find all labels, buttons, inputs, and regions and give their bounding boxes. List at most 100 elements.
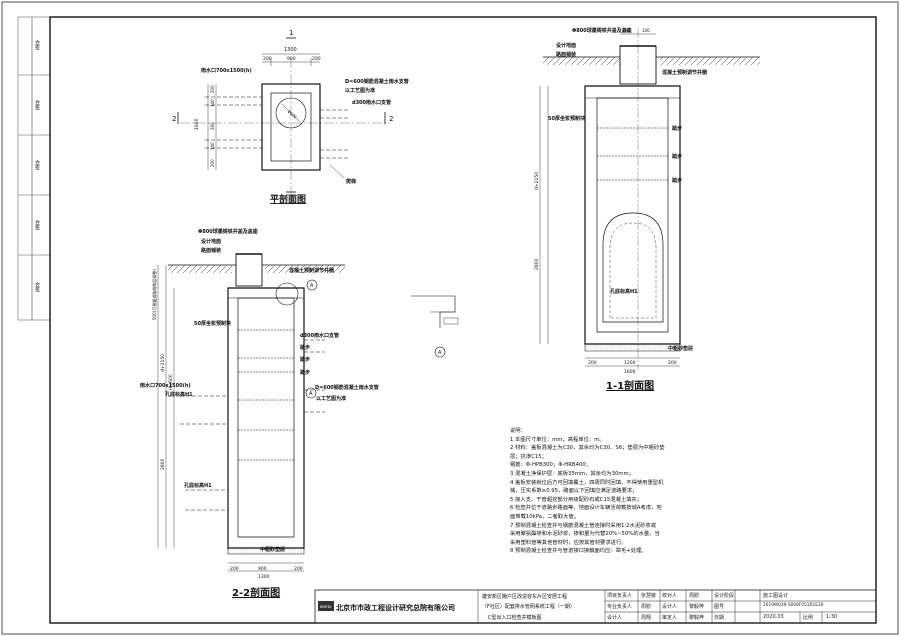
notes-line: 说明：: [510, 428, 526, 434]
s22-cover-label: Φ800球墨铸铁井盖及盖座: [198, 228, 258, 235]
s22-dim-w2-mid: 900: [258, 566, 267, 572]
tb-label: 设计人: [662, 604, 678, 610]
s22-title: 2-2剖面图: [232, 586, 280, 599]
section-1-1: [539, 28, 760, 370]
plan-marker-1-bottom: 1: [289, 198, 293, 206]
tb-label: 专业负责人: [607, 604, 633, 610]
tb-value: 黎毅梓: [689, 615, 705, 621]
s22-dim-h4: H=600: [168, 374, 174, 390]
plan-dim-total: 1300: [284, 47, 297, 53]
project-name-1: 雄安新区棚户区改造容东片区安居工程: [482, 593, 567, 600]
tb-value: 黎毅梓: [689, 604, 705, 610]
s11-bottom: 孔底标高H1: [610, 288, 638, 295]
side-stamp: 会签: [34, 40, 40, 50]
notes-line: 7 预制混凝土检查井与钢筋混凝土管连接时采用1:2水泥砂浆或: [510, 522, 657, 529]
plan-label-inlet: 雨水口700x1500(h): [201, 67, 252, 74]
tb-label: 设计人: [607, 615, 623, 621]
s22-ladder2: 踏步: [300, 356, 310, 363]
tb-value: 周翔: [641, 615, 652, 621]
s22-dim-w2-left: 200: [230, 566, 239, 572]
plan-marker-1-top: 1: [289, 29, 293, 37]
plan-dim-left-4: 140: [210, 142, 215, 150]
s11-dim-w-right: 200: [668, 360, 677, 366]
tb-value: 2019W039-S008F051R1E16: [763, 603, 824, 608]
tb-value: 周慰: [689, 593, 700, 599]
tb-value: 2020.03: [763, 614, 784, 620]
plan-label-main: D=600钢筋混凝土雨水支管: [345, 78, 409, 85]
plan-marker-2-right: 2: [389, 115, 393, 123]
s11-lad3: 踏步: [672, 177, 682, 184]
s22-road-label1: 设计地面: [201, 238, 221, 245]
s22-dim-w: 1300: [258, 574, 270, 580]
notes-line: 钢筋：Φ-HPB300；Φ-HRB400；: [510, 462, 591, 469]
plan-label-branch: d300雨水口支管: [352, 99, 391, 106]
s22-dim-w2-right: 200: [294, 566, 303, 572]
s22-pipe-top: 孔底标高H1: [165, 391, 193, 398]
notes-line: 采用塑料管等其他管材时，应按其管材要求进行。: [510, 539, 627, 546]
plan-label-main2: 以工艺图为准: [345, 87, 375, 94]
plan-dim-left-1: 200: [210, 85, 215, 93]
plan-view: [177, 37, 390, 200]
notes-line: 5 接入支、干管超挖部分用级配砂石或C15混凝土填实；: [510, 496, 643, 503]
plan-dim-top-left: 200: [263, 56, 272, 62]
s11-dim-top-l: 100: [622, 28, 630, 33]
notes-line: 6 检查井位于道路步路面等，地面设计车辆活荷载按城A考虑，地: [510, 505, 662, 512]
notes-line: 8 预制混凝土检查井与管道接口接触面均应：凿毛+处理。: [510, 548, 647, 555]
s22-bottom-label: 孔底标高H1: [184, 482, 212, 489]
plan-dim-left-total: 1600: [194, 118, 200, 130]
s11-dim-w-left: 200: [588, 360, 597, 366]
s22-dim-h3: 2800: [160, 458, 166, 470]
s22-branch: d300雨水口支管: [300, 332, 339, 339]
drawing-name: C型出入口检查井模板图: [488, 614, 542, 621]
s11-dim-h: d+2150: [534, 172, 540, 190]
side-stamp: 会签: [34, 282, 40, 292]
s22-marker-a2: A: [309, 391, 313, 397]
plan-title: 平剖面图: [270, 193, 306, 205]
title-block: [314, 589, 877, 624]
plan-label-step: 爬梯: [345, 178, 356, 185]
side-stamp-column: [17, 16, 50, 321]
s22-road-label2: 路面铺装: [201, 247, 221, 254]
company-name: 北京市市政工程设计研究总院有限公司: [336, 603, 455, 612]
plan-dim-left-2: 140: [210, 99, 215, 107]
notes-line: 面堆载10kPa，二者取大值；: [510, 513, 579, 520]
side-stamp: 会签: [34, 100, 40, 110]
notes-line: 械，压实系数≥0.95，路面以下回填应满足道路要求；: [510, 488, 638, 495]
tb-value: 施工图设计: [763, 593, 789, 599]
s11-cover-label: Φ800球墨铸铁井盖及盖座: [572, 27, 632, 34]
s22-ring-label: 混凝土预制调节井圈: [289, 267, 334, 274]
plan-dim-left-5: 200: [210, 159, 215, 167]
notes-line: 3 混凝土净保护层：底板35mm，其余均为30mm；: [510, 470, 634, 477]
s11-road2: 路面铺装: [556, 51, 576, 58]
tb-label: 校对人: [662, 593, 678, 599]
side-stamp: 会签: [34, 220, 40, 230]
s22-inlet: 雨水口700x1500(h): [140, 382, 191, 389]
tb-value: 1:30: [826, 614, 838, 620]
tb-label: 比例: [803, 615, 814, 621]
s11-title: 1-1剖面图: [606, 379, 654, 392]
s11-ring: 混凝土预制调节井圈: [662, 69, 707, 76]
notes-line: 2 材料：盖板混凝土为C30，其余均为C30、S6；垫层为中粗砂垫: [510, 445, 665, 452]
plan-dim-left-3: 360: [210, 122, 215, 130]
design-notes: 说明： 1 本图尺寸单位：mm；高程单位：m。 2 材料：盖板混凝土为C30，其…: [510, 427, 700, 556]
s22-base: 中粗砂垫层: [260, 546, 285, 553]
tb-label: 项目负责人: [607, 593, 633, 599]
notes-line: 1 本图尺寸单位：mm；高程单位：m。: [510, 436, 605, 443]
notes-line: 层；抗渗C15；: [510, 453, 547, 460]
tb-label: 日期: [714, 615, 725, 621]
plan-pipe-diameter: Φ600: [286, 109, 298, 120]
s11-dim-h2: 2800: [534, 258, 540, 270]
s22-step50: 50厚坐浆预制块: [194, 320, 232, 327]
s11-base: 中粗砂垫层: [668, 345, 693, 352]
project-name-2: （F社区）配套排水管网系统工程（一期）: [482, 603, 575, 610]
company-logo: BMEDI: [320, 605, 331, 609]
plan-dim-top-mid: 900: [287, 56, 296, 62]
s11-road1: 设计地面: [556, 42, 576, 49]
s11-lad1: 踏步: [672, 125, 682, 132]
s11-dim-top-r: 100: [642, 28, 650, 33]
section-2-2: [157, 253, 459, 572]
s22-dim-h2: d+2150: [160, 354, 166, 372]
s22-ladder3: 踏步: [300, 369, 310, 376]
side-stamp: 会签: [34, 160, 40, 170]
